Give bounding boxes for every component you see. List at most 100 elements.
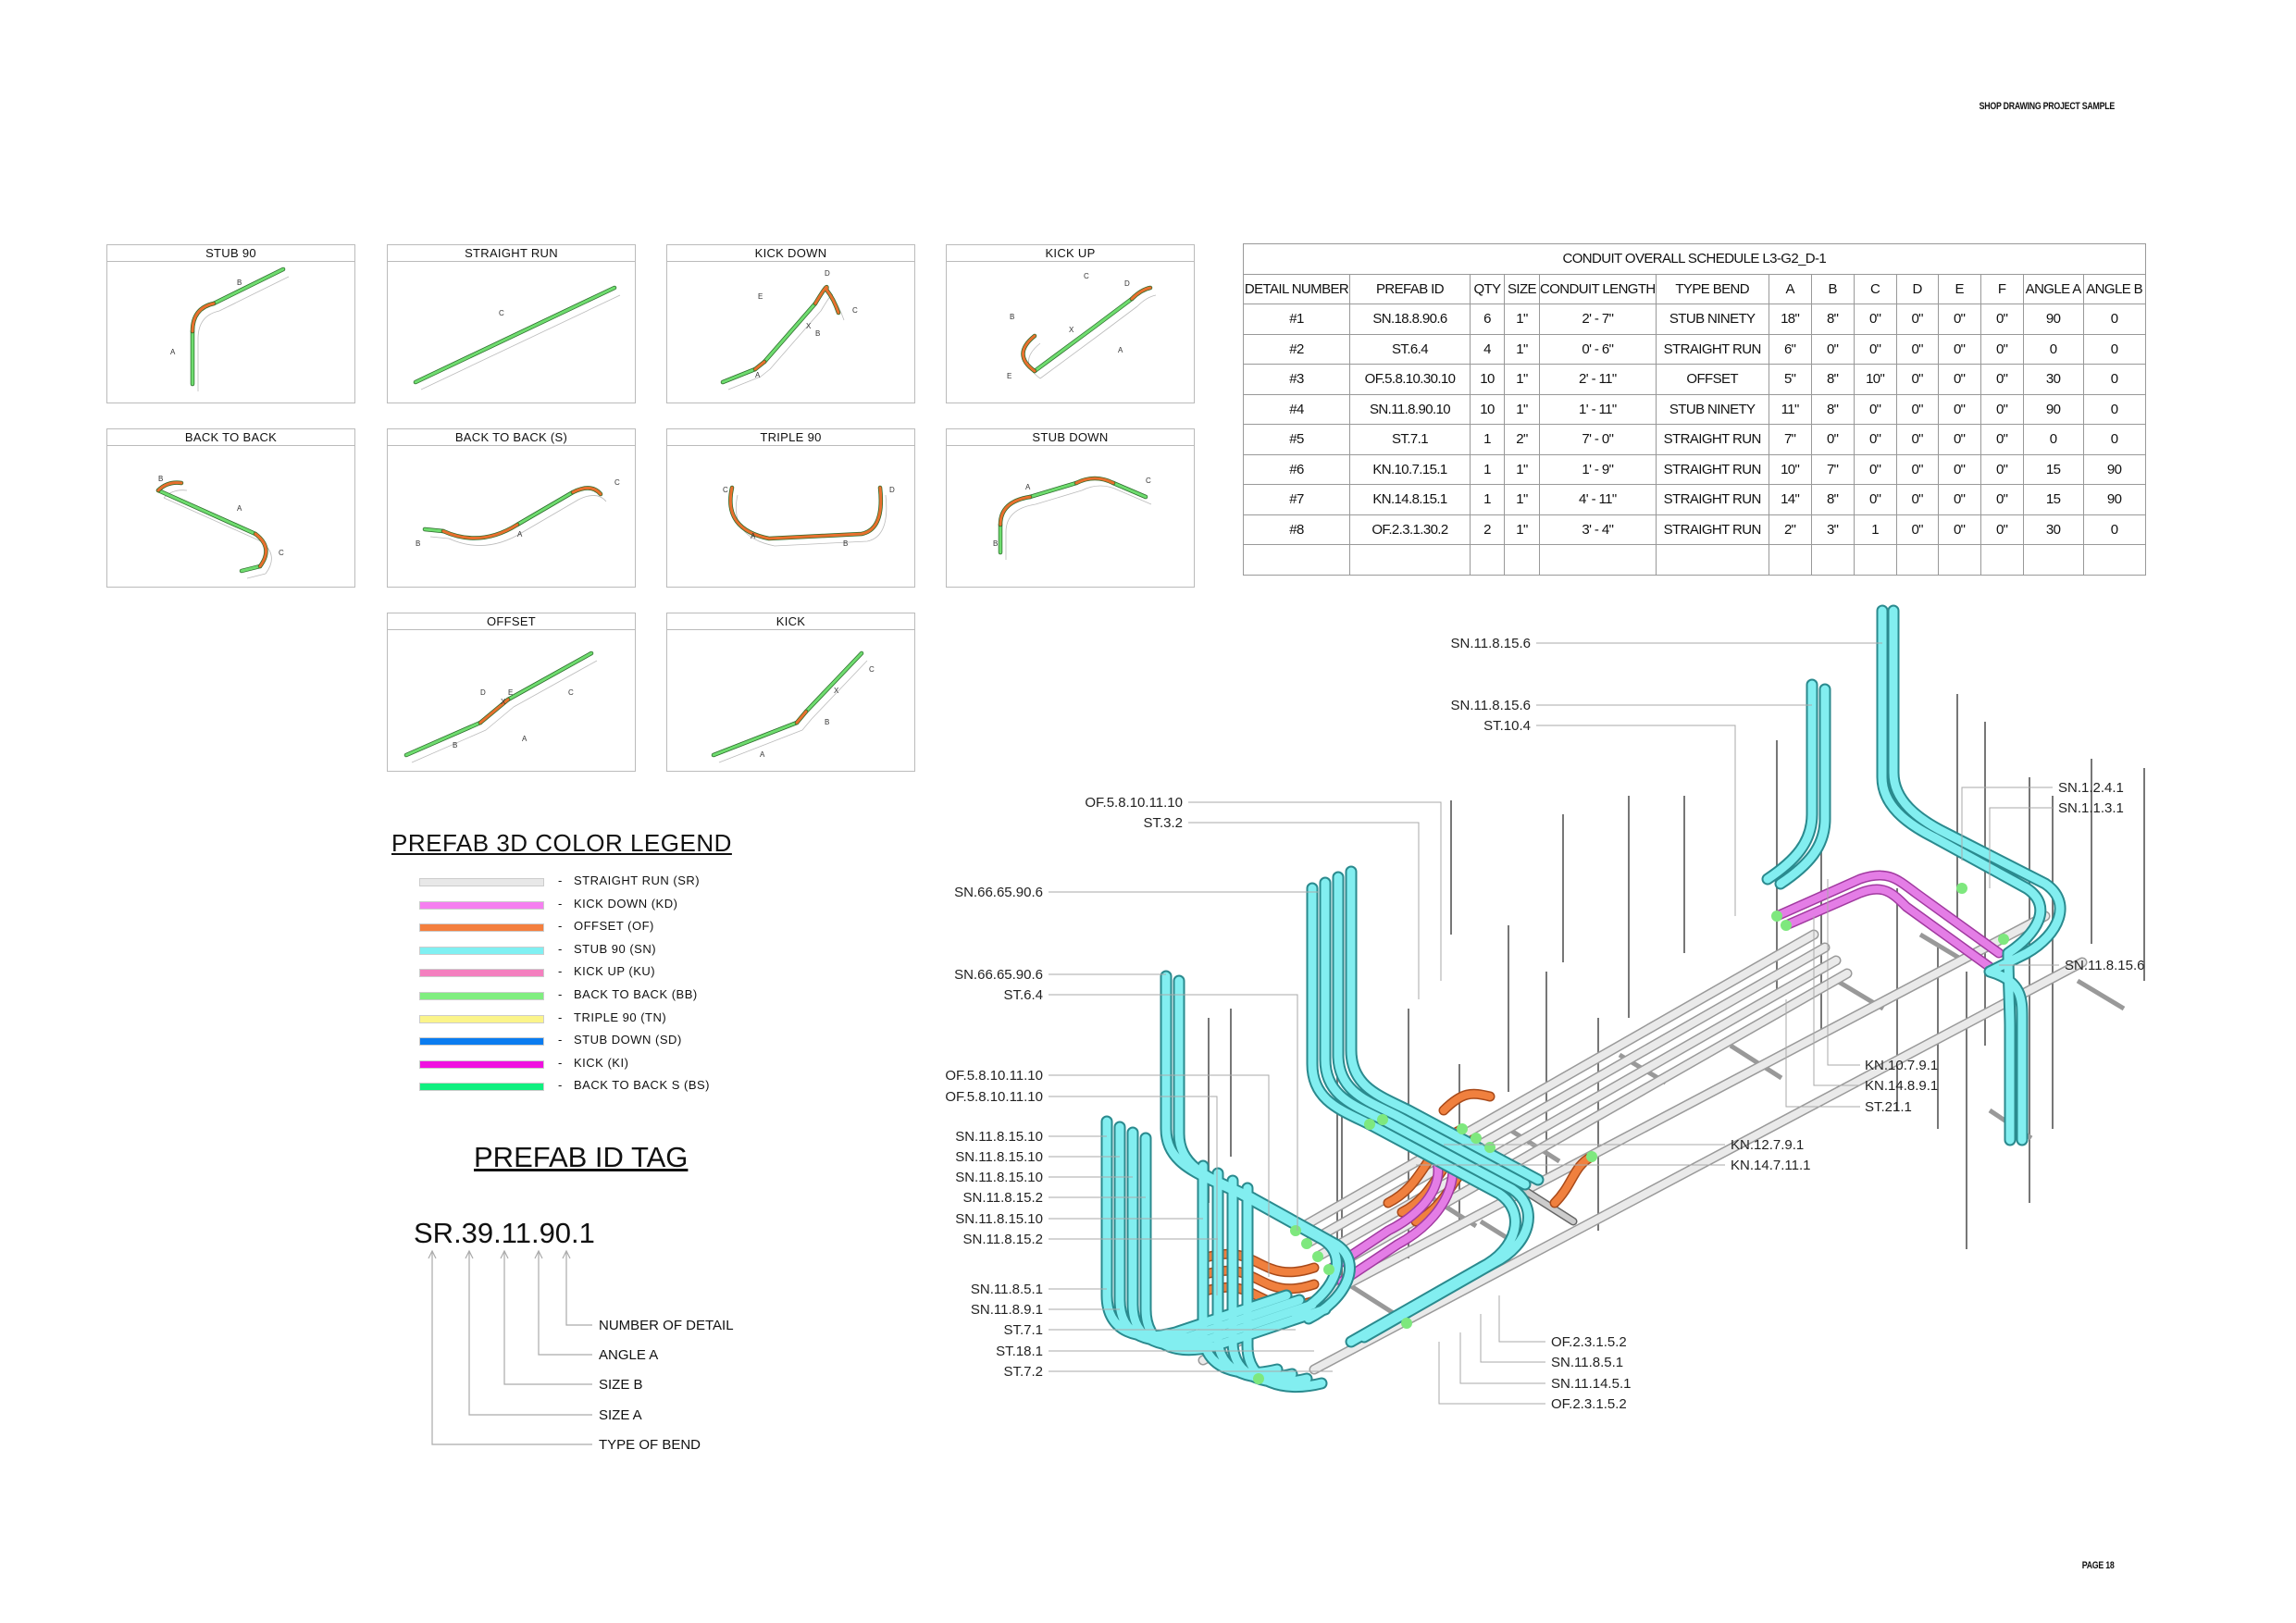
conduit-label: SN.66.65.90.6	[954, 967, 1043, 983]
dimension-label: A	[760, 750, 765, 759]
legend-dash: -	[558, 987, 563, 1001]
dimension-label: B	[1010, 313, 1014, 321]
dimension-label: B	[237, 279, 242, 287]
table-cell: 0"	[1853, 393, 1897, 425]
couplings	[1253, 883, 2009, 1384]
table-cell: ST.6.4	[1349, 333, 1471, 365]
bend-segment	[571, 487, 602, 496]
conduit-schedule-table: CONDUIT OVERALL SCHEDULE L3-G2_D-1 DETAI…	[1243, 243, 2146, 576]
dimension-label: D	[480, 688, 486, 697]
conduit-label: SN.66.65.90.6	[954, 885, 1043, 900]
legend-swatch	[419, 992, 544, 1000]
straight-segment	[712, 721, 799, 757]
thumbnail-title: TRIPLE 90	[667, 429, 914, 446]
conduit-label: SN.11.8.15.10	[955, 1149, 1043, 1165]
table-cell: 0"	[1937, 304, 1981, 335]
legend-dash: -	[558, 1033, 563, 1047]
id-tag-part: SIZE B	[599, 1377, 643, 1393]
dimension-line	[727, 293, 845, 390]
table-cell: 90	[2022, 393, 2084, 425]
legend-dash: -	[558, 873, 563, 887]
table-cell: 0"	[1895, 364, 1939, 395]
table-cell: #6	[1243, 453, 1350, 485]
table-cell: 15	[2022, 453, 2084, 485]
iso-labels-left: SN.66.65.90.6 SN.66.65.90.6 ST.6.4 OF.5.…	[945, 885, 1043, 1380]
straight-segment	[414, 286, 616, 384]
dimension-label: C	[279, 549, 284, 557]
table-cell	[1504, 544, 1540, 576]
table-cell: 0' - 6"	[1539, 333, 1657, 365]
project-title: SHOP DRAWING PROJECT SAMPLE	[1979, 101, 2116, 112]
dimension-line	[1028, 294, 1157, 379]
dimension-label: X	[1069, 326, 1074, 334]
legend-swatch	[419, 1014, 544, 1023]
legend-dash: -	[558, 1078, 563, 1093]
table-cell: #2	[1243, 333, 1350, 365]
legend-dash: -	[558, 1055, 563, 1070]
conduit-label: KN.14.8.9.1	[1865, 1078, 1938, 1094]
table-cell: 0	[2082, 304, 2146, 335]
table-cell: 0"	[1895, 333, 1939, 365]
table-cell: 0"	[1937, 393, 1981, 425]
table-cell	[2022, 544, 2084, 576]
legend-label: OFFSET (OF)	[574, 919, 654, 934]
bend-diagram: CBA	[416, 478, 620, 548]
table-cell: 1"	[1504, 333, 1540, 365]
dimension-line	[163, 489, 272, 579]
table-cell: STUB NINETY	[1655, 304, 1769, 335]
legend-title: PREFAB 3D COLOR LEGEND	[391, 829, 732, 857]
straight-segment	[515, 490, 575, 527]
column-header: DETAIL NUMBER	[1243, 273, 1350, 304]
table-cell: 6"	[1768, 333, 1812, 365]
legend-swatch	[419, 878, 544, 886]
conduit-label: SN.11.8.15.6	[1451, 636, 1531, 651]
table-cell: 0"	[1980, 393, 2024, 425]
table-cell: 0"	[1853, 453, 1897, 485]
schedule-title: CONDUIT OVERALL SCHEDULE L3-G2_D-1	[1243, 243, 2146, 275]
iso-labels-right: OF.2.3.1.5.2 SN.11.8.5.1 SN.11.14.5.1 OF…	[1551, 780, 2144, 1412]
conduit-label: SN.11.8.15.2	[963, 1232, 1043, 1247]
straight-segment	[1111, 481, 1148, 499]
legend-label: STRAIGHT RUN (SR)	[574, 873, 701, 887]
table-cell: ST.7.1	[1349, 424, 1471, 455]
straight-segment	[804, 651, 863, 713]
table-cell: 1' - 9"	[1539, 453, 1657, 485]
straight-segment	[404, 721, 482, 757]
table-cell: 0"	[1895, 514, 1939, 545]
dimension-label: B	[416, 539, 420, 548]
column-header: A	[1768, 273, 1812, 304]
dimension-label: A	[755, 371, 761, 379]
conduit-label: ST.6.4	[1003, 987, 1043, 1003]
legend-label: KICK DOWN (KD)	[574, 896, 678, 911]
bend-diagram: ACB	[993, 476, 1152, 560]
conduit-label: ST.10.4	[1483, 718, 1531, 734]
legend-swatch	[419, 923, 544, 933]
table-cell: 0	[2082, 393, 2146, 425]
legend-dash: -	[558, 1010, 563, 1024]
conduit-label: KN.10.7.9.1	[1865, 1058, 1938, 1073]
table-cell: 7"	[1768, 424, 1812, 455]
dimension-label: E	[508, 688, 513, 697]
legend-swatch	[419, 969, 544, 978]
legend-label: STUB 90 (SN)	[574, 941, 657, 956]
legend-dash: -	[558, 964, 563, 979]
straight-segment	[212, 267, 285, 305]
bend-segment	[795, 710, 808, 725]
dimension-label: D	[825, 269, 830, 278]
bend-segment	[254, 532, 267, 568]
table-cell	[1895, 544, 1939, 576]
table-cell: 0"	[1980, 364, 2024, 395]
